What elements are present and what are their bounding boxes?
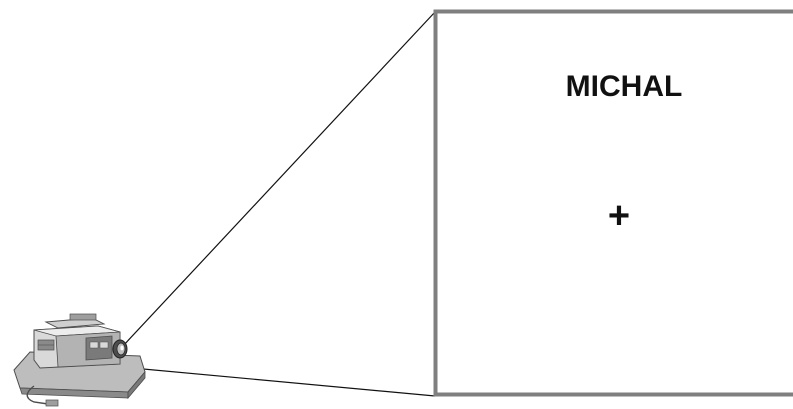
projection-screen: MICHAL +: [436, 12, 793, 395]
projection-line-bottom: [122, 367, 435, 396]
slide-projector-icon: [14, 314, 145, 406]
projection-line-top: [122, 12, 435, 347]
projector-lens: [113, 340, 127, 358]
screen-word-label: MICHAL: [566, 70, 683, 103]
fixation-cross: +: [608, 195, 630, 237]
power-plug: [46, 400, 58, 406]
